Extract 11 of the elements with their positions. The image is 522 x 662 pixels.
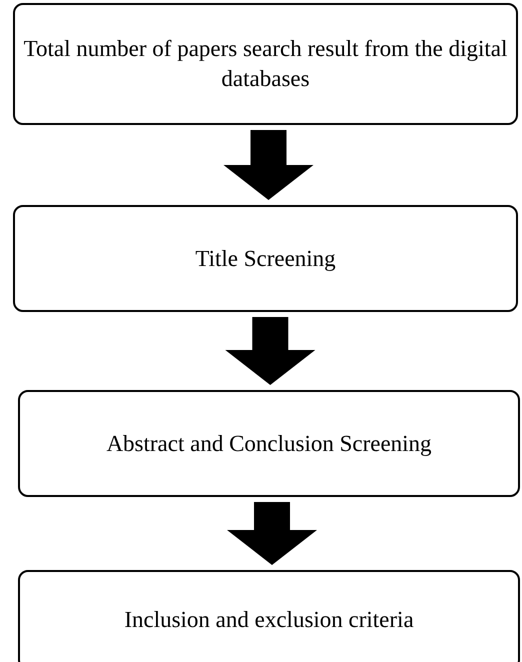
block-arrow — [227, 502, 317, 565]
process-box — [13, 205, 518, 312]
box-text: Total number of papers search result from the digital databases — [22, 35, 508, 93]
process-box — [18, 390, 520, 497]
box-text: Inclusion and exclusion criteria — [123, 606, 415, 634]
box-text: Abstract and Conclusion Screening — [105, 430, 433, 458]
block-arrow — [225, 317, 316, 385]
block-arrow — [224, 130, 314, 200]
box-text: Title Screening — [194, 244, 337, 273]
process-box — [18, 570, 520, 662]
process-box — [13, 3, 518, 125]
